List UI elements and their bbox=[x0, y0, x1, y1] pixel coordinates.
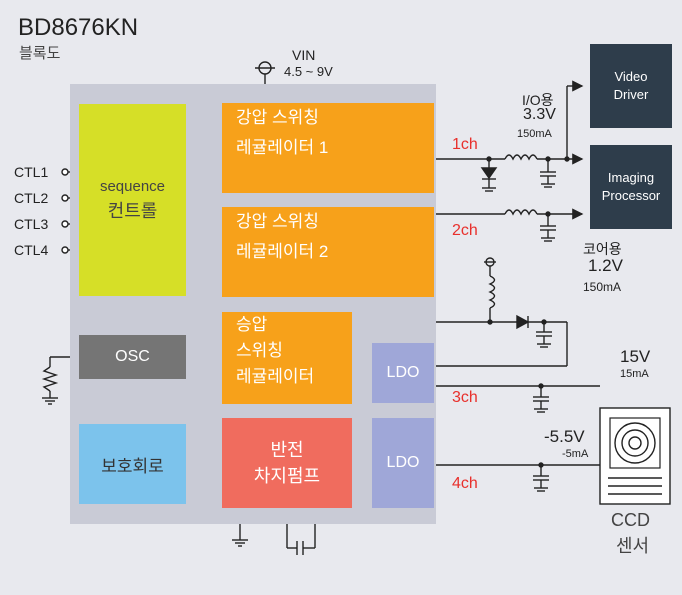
imaging-processor-line2: Processor bbox=[601, 188, 661, 203]
video-driver-box: Video Driver bbox=[590, 44, 672, 128]
channel-2-label: 2ch bbox=[452, 222, 478, 239]
buck-regulator-2-block: 강압 스위칭 레귤레이터 2 bbox=[222, 207, 434, 297]
channel-1-label: 1ch bbox=[452, 136, 478, 153]
io-voltage: 3.3V bbox=[523, 106, 556, 123]
sequence-label: sequence bbox=[99, 177, 166, 195]
video-driver-line1: Video bbox=[614, 69, 648, 84]
v15-label: 15V bbox=[620, 347, 651, 366]
ctl4-label: CTL4 bbox=[14, 242, 49, 258]
video-driver-line2: Driver bbox=[613, 87, 649, 102]
core-label: 코어용 bbox=[583, 241, 622, 257]
page-title: BD8676KN bbox=[18, 14, 139, 41]
imaging-processor-box: Imaging Processor bbox=[590, 145, 672, 229]
osc-block: OSC bbox=[79, 335, 186, 379]
buck1-line2: 레귤레이터 1 bbox=[236, 138, 329, 157]
protection-label: 보호회로 bbox=[101, 456, 164, 476]
boost-line1: 승압 bbox=[236, 315, 268, 334]
control-label: 컨트롤 bbox=[107, 200, 158, 221]
ccd-label: CCD bbox=[611, 510, 650, 530]
io-label: I/O용 bbox=[522, 92, 554, 108]
vneg-label: -5.5V bbox=[544, 427, 585, 446]
sequence-control-block: sequence 컨트롤 bbox=[79, 104, 186, 296]
ctl2-label: CTL2 bbox=[14, 190, 49, 206]
page-subtitle: 블록도 bbox=[19, 45, 61, 62]
ldo-3ch-label: LDO bbox=[386, 364, 420, 381]
ctl3-label: CTL3 bbox=[14, 216, 49, 232]
vin-range: 4.5 ~ 9V bbox=[284, 64, 333, 79]
channel-4-label: 4ch bbox=[452, 475, 478, 492]
core-voltage: 1.2V bbox=[588, 256, 623, 275]
ldo-4ch-block: LDO bbox=[372, 418, 434, 508]
buck1-line1: 강압 스위칭 bbox=[236, 108, 319, 127]
boost-line3: 레귤레이터 bbox=[236, 367, 315, 386]
vin-label: VIN bbox=[292, 47, 316, 63]
ctl1-label: CTL1 bbox=[14, 164, 49, 180]
charge-pump-line1: 반전 bbox=[270, 440, 304, 460]
charge-pump-line2: 차지펌프 bbox=[253, 466, 321, 486]
protection-circuit-block: 보호회로 bbox=[79, 424, 186, 504]
ldo-3ch-block: LDO bbox=[372, 343, 434, 403]
osc-label: OSC bbox=[115, 348, 150, 365]
v15-current: 15mA bbox=[620, 368, 649, 380]
boost-regulator-block: 승압 스위칭 레귤레이터 bbox=[222, 312, 352, 404]
vneg-current: -5mA bbox=[562, 448, 589, 460]
ccd-sensor-label: 센서 bbox=[616, 536, 650, 556]
io-current: 150mA bbox=[517, 128, 552, 140]
channel-3-label: 3ch bbox=[452, 389, 478, 406]
core-current: 150mA bbox=[583, 280, 622, 294]
buck2-line2: 레귤레이터 2 bbox=[236, 242, 329, 261]
boost-line2: 스위칭 bbox=[236, 341, 283, 360]
ldo-4ch-label: LDO bbox=[386, 454, 420, 471]
imaging-processor-line1: Imaging bbox=[607, 170, 655, 185]
charge-pump-block: 반전 차지펌프 bbox=[222, 418, 352, 508]
buck-regulator-1-block: 강압 스위칭 레귤레이터 1 bbox=[222, 103, 434, 193]
buck2-line1: 강압 스위칭 bbox=[236, 212, 319, 231]
